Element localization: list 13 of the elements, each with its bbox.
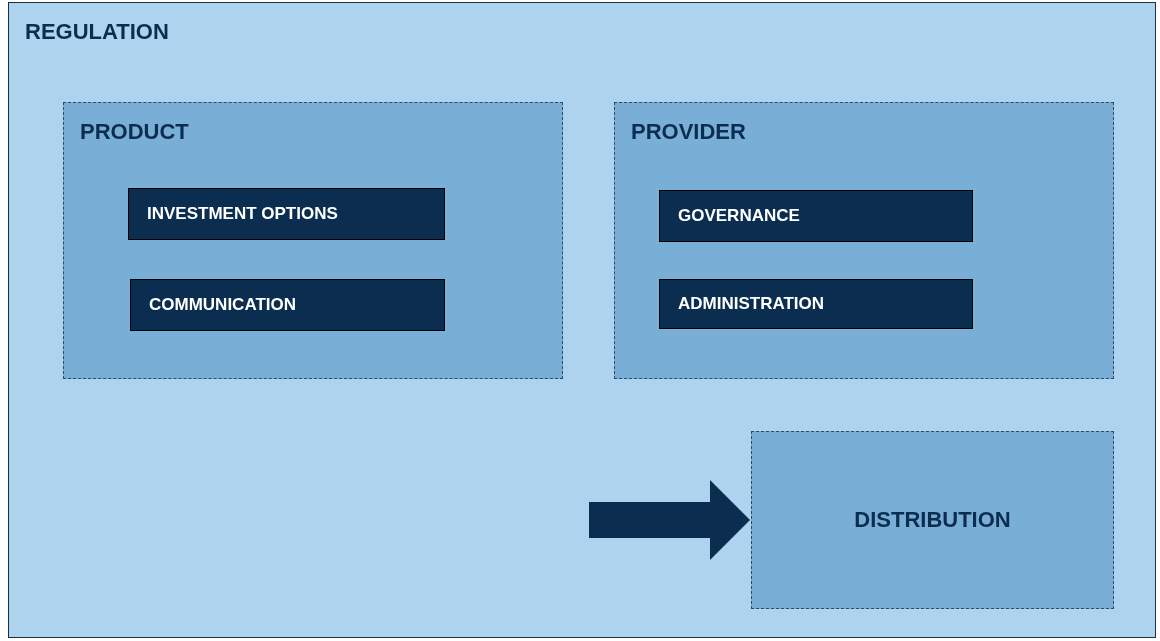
item-box: INVESTMENT OPTIONS	[128, 188, 445, 240]
group-panel	[751, 431, 1114, 609]
group-heading: PRODUCT	[80, 119, 189, 145]
item-box: COMMUNICATION	[130, 279, 445, 331]
group-panel	[614, 102, 1114, 379]
section-heading: REGULATION	[25, 19, 169, 45]
item-box: GOVERNANCE	[659, 190, 973, 242]
group-heading: PROVIDER	[631, 119, 746, 145]
group-heading: DISTRIBUTION	[853, 507, 1012, 533]
group-panel	[63, 102, 563, 379]
outer-panel	[8, 2, 1156, 638]
item-box: ADMINISTRATION	[659, 279, 973, 329]
block-arrow	[589, 480, 750, 560]
